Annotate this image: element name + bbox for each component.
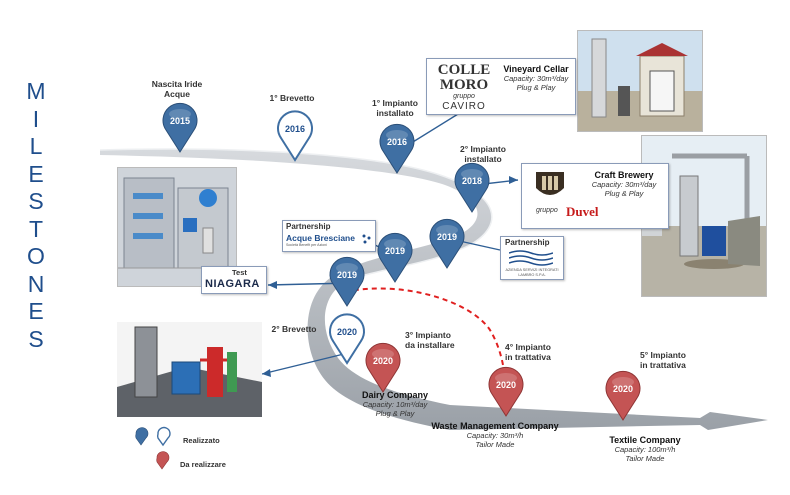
brewery-crest-logo (530, 168, 570, 204)
milestone-pin-2016-done: 2016 (379, 123, 415, 174)
textile-mode: Tailor Made (625, 454, 665, 463)
milestone-pin-2018-done: 2018 (454, 162, 490, 213)
niagara-test-title: Test (232, 268, 247, 277)
label-impianto-3: 3° Impianto da installare (405, 330, 455, 350)
craft-brewery-name: Craft Brewery (594, 170, 654, 180)
pin-year-label: 2016 (387, 137, 407, 147)
aster-wave-logo (509, 250, 553, 266)
vineyard-cellar-card: COLLE MORO gruppo CAVIRO Vineyard Cellar… (426, 58, 576, 115)
aster-subline: AZIENDA SERVIZI INTEGRATI LAMBRO S.P.A. (505, 268, 559, 277)
label-brevetto-2: 2° Brevetto (271, 324, 317, 334)
vineyard-plant-photo (577, 30, 703, 132)
pin-year-label: 2019 (385, 246, 405, 256)
textile-company-block: Textile Company Capacity: 100m³/h Tailor… (585, 435, 705, 463)
pin-year-label: 2020 (496, 380, 516, 390)
acque-bresciane-card: Partnership Acque Bresciane Società Bene… (282, 220, 376, 252)
vineyard-capacity: Capacity: 30m³/day (503, 74, 569, 83)
brewery-plant-photo (641, 135, 767, 297)
equipment-photo-left (117, 167, 237, 287)
brewery-group-label: gruppo (536, 207, 558, 214)
duvel-logo-text: Duvel (566, 204, 599, 219)
pin-shape (605, 370, 641, 421)
pin-shape (329, 256, 365, 307)
pin-shape (488, 366, 524, 417)
title-letter: S (28, 325, 44, 352)
title-letter: I (32, 105, 40, 132)
title-letter: S (28, 188, 44, 214)
pin-shape (365, 342, 401, 393)
title-letter: L (29, 133, 43, 159)
title-letter: E (28, 298, 44, 324)
waste-mode: Tailor Made (475, 440, 515, 449)
dairy-company-block: Dairy Company Capacity: 10m³/day Plug & … (340, 390, 450, 418)
pin-year-label: 2018 (462, 176, 482, 186)
title-letter: E (28, 160, 44, 187)
label-impianto-5: 5° Impianto in trattativa (640, 350, 686, 370)
acque-dots-icon (362, 234, 371, 244)
vineyard-mode: Plug & Play (516, 83, 556, 92)
milestone-pin-2020-todo: 2020 (488, 366, 524, 417)
acque-bresciane-subline: Società Benefit per Azioni (286, 243, 327, 247)
brewery-capacity: Capacity: 30m³/day (591, 180, 657, 189)
acque-bresciane-logo: Acque Bresciane (286, 233, 355, 243)
pin-shape (377, 232, 413, 283)
waste-company-block: Waste Management Company Capacity: 30m³/… (415, 421, 575, 449)
textile-company-name: Textile Company (609, 435, 681, 445)
title-letter: O (27, 243, 45, 269)
vineyard-group-label: gruppo (453, 93, 475, 100)
dairy-company-name: Dairy Company (361, 390, 429, 400)
waste-capacity: Capacity: 30m³/h (466, 431, 524, 440)
pin-shape (429, 218, 465, 269)
milestone-pin-2019-done: 2019 (329, 256, 365, 307)
label-impianto-1: 1° Impianto installato (372, 98, 418, 118)
pin-shape (454, 162, 490, 213)
pin-year-label: 2020 (613, 384, 633, 394)
milestone-pin-2019-done: 2019 (429, 218, 465, 269)
textile-capacity: Capacity: 100m³/h (614, 445, 676, 454)
pin-year-label: 2020 (373, 356, 393, 366)
legend-symbols (135, 426, 171, 470)
pin-year-label: 2019 (337, 270, 357, 280)
pin-year-label: 2016 (285, 124, 305, 134)
pin-year-label: 2019 (437, 232, 457, 242)
pin-shape (329, 313, 365, 365)
niagara-test-card: Test NIAGARA (201, 266, 267, 294)
colle-moro-logo: COLLE MORO gruppo CAVIRO (431, 62, 497, 113)
label-brevetto-1: 1° Brevetto (269, 93, 315, 103)
craft-brewery-card: gruppo Duvel Craft Brewery Capacity: 30m… (521, 163, 669, 229)
label-impianto-4: 4° Impianto in trattativa (505, 342, 551, 362)
pin-year-label: 2020 (337, 327, 357, 337)
title-letter: M (26, 78, 46, 104)
milestone-pin-2020-todo: 2020 (605, 370, 641, 421)
niagara-logo: NIAGARA (205, 278, 260, 290)
title-letter: N (27, 270, 45, 297)
milestone-pin-2016-outline: 2016 (277, 110, 313, 162)
pin-shape (277, 110, 313, 162)
pin-shape (162, 102, 198, 153)
dairy-mode: Plug & Play (375, 409, 415, 418)
milestone-pin-2015-done: 2015 (162, 102, 198, 153)
dairy-plant-render (117, 322, 262, 417)
title-letter: T (28, 215, 44, 242)
caviro-logo-text: CAVIRO (442, 101, 486, 112)
aster-partnership-card: Partnership AZIENDA SERVIZI INTEGRATI LA… (500, 236, 564, 280)
label-impianto-2: 2° Impianto installato (460, 144, 506, 164)
milestone-pin-2020-outline: 2020 (329, 313, 365, 365)
aster-partnership-title: Partnership (505, 238, 550, 247)
milestone-pin-2020-todo: 2020 (365, 342, 401, 393)
dairy-capacity: Capacity: 10m³/day (362, 400, 428, 409)
waste-company-name: Waste Management Company (431, 421, 559, 431)
pin-year-label: 2015 (170, 116, 190, 126)
vineyard-cellar-name: Vineyard Cellar (503, 64, 569, 74)
brewery-mode: Plug & Play (604, 189, 644, 198)
label-nascita: Nascita Iride Acque (151, 79, 203, 99)
milestone-pin-2019-done: 2019 (377, 232, 413, 283)
acque-partnership-title: Partnership (286, 222, 331, 231)
pin-shape (379, 123, 415, 174)
legend-da-realizzare: Da realizzare (180, 460, 226, 469)
legend-realizzato: Realizzato (183, 436, 220, 445)
colle-moro-logo-text: COLLE MORO (437, 62, 491, 93)
